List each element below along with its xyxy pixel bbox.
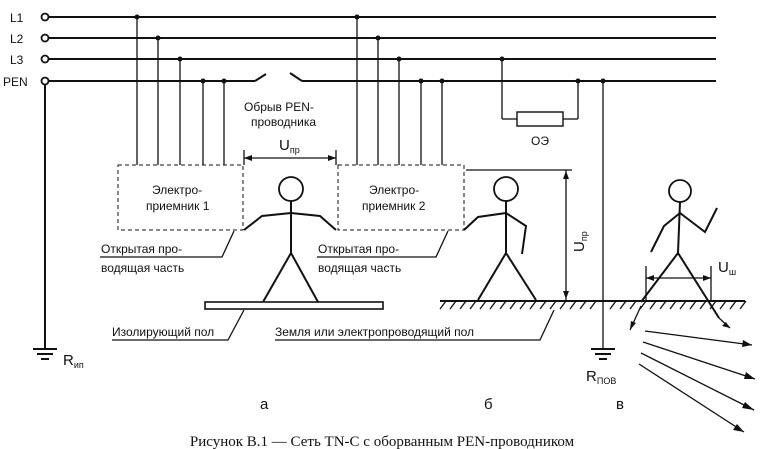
receiver-1-box [117, 164, 244, 231]
part-a-label: а [260, 396, 269, 413]
label-pen: PEN [3, 75, 28, 89]
receiver-2-box [337, 164, 465, 231]
load-oe [499, 56, 581, 127]
u-pr-vertical-arrow [466, 169, 572, 300]
figure-caption: Рисунок В.1 — Сеть TN-C с оборванным PEN… [190, 434, 575, 449]
label-l3: L3 [10, 53, 24, 67]
r-ip-label: Rип [63, 352, 84, 370]
oe-label: ОЭ [531, 134, 549, 148]
earth-current-spread [629, 305, 756, 433]
receiver-1-label-2: приемник 1 [146, 199, 210, 213]
conductor-l1 [40, 12, 716, 22]
person-b [463, 176, 537, 301]
label-l2: L2 [10, 32, 24, 46]
receiver-1-label-1: Электро- [152, 183, 202, 197]
insulating-floor [204, 301, 384, 310]
open-part-2-label-2: водящая часть [318, 261, 401, 275]
earth-floor-label: Земля или электропроводящий пол [275, 325, 474, 339]
pen-break-label-1: Обрыв PEN- [244, 100, 314, 114]
open-part-2-leader [317, 230, 449, 258]
open-part-1-leader [100, 230, 235, 258]
open-part-2-label-1: Открытая про- [318, 242, 399, 256]
r-pov-label: RПОВ [586, 368, 616, 386]
u-pr-arrow [243, 150, 337, 165]
receiver2-drops [354, 14, 445, 165]
earth-floor-leader [275, 309, 555, 341]
insulating-floor-label: Изолирующий пол [112, 325, 214, 339]
conductor-l3 [40, 54, 716, 64]
open-part-1-label-1: Открытая про- [101, 242, 182, 256]
label-l1: L1 [10, 11, 24, 25]
part-v-label: в [616, 396, 624, 413]
receiver-2-label-2: приемник 2 [362, 199, 426, 213]
pen-ground-rip [33, 84, 57, 360]
pen-break-label-2: проводника [251, 115, 316, 129]
receiver-2-label-1: Электро- [369, 183, 419, 197]
u-sh-arrow [645, 266, 712, 300]
pen-reground-rpov [591, 78, 615, 360]
person-v [640, 179, 720, 319]
part-b-label: б [484, 396, 493, 413]
u-pr-vertical-label: Uпр [571, 231, 589, 252]
insulating-floor-leader [112, 309, 245, 341]
u-pr-label: Uпр [279, 137, 300, 155]
person-a [243, 176, 337, 303]
open-part-1-label-2: водящая часть [101, 261, 184, 275]
conductor-pen [40, 72, 716, 86]
receiver1-drops [134, 14, 227, 165]
earth-ground [439, 300, 747, 310]
u-sh-label: Uш [718, 259, 736, 277]
